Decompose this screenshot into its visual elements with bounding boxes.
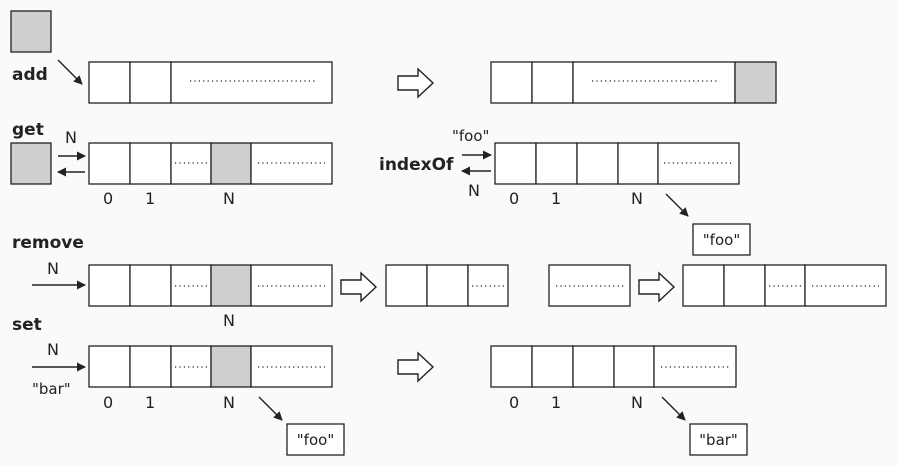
list-cell bbox=[490, 61, 533, 104]
set-section: set N "bar" 0 1 N "foo" 0 1 N bbox=[12, 315, 748, 456]
list-cell bbox=[426, 264, 469, 307]
list-cell bbox=[129, 264, 172, 307]
index-n: N bbox=[631, 393, 643, 412]
remove-list-before bbox=[88, 264, 333, 307]
list-cell bbox=[88, 264, 131, 307]
list-cell bbox=[723, 264, 766, 307]
list-cell-ellipsis bbox=[170, 264, 212, 307]
add-label: add bbox=[12, 65, 48, 85]
list-cell-n bbox=[210, 345, 252, 388]
set-new-value-text: "bar" bbox=[699, 431, 738, 449]
add-list-after bbox=[490, 61, 777, 104]
set-old-value-arrow bbox=[258, 396, 283, 421]
add-section: add bbox=[10, 10, 777, 104]
get-section: get N 0 1 N bbox=[10, 120, 333, 208]
list-cell bbox=[535, 142, 578, 185]
set-new-value: "bar" bbox=[32, 380, 71, 398]
list-cell bbox=[88, 61, 131, 104]
list-cell bbox=[88, 345, 131, 388]
removed-gap-tail bbox=[548, 264, 631, 307]
remove-label: remove bbox=[12, 233, 84, 253]
list-cell-ellipsis bbox=[170, 142, 212, 185]
index-n: N bbox=[223, 393, 235, 412]
remove-section: remove N N bbox=[12, 233, 887, 330]
index-n: N bbox=[223, 311, 235, 330]
list-cell-ellipsis bbox=[657, 142, 740, 185]
transform-arrow bbox=[638, 271, 676, 303]
get-index-label: N bbox=[65, 128, 77, 147]
list-cell-ellipsis bbox=[653, 345, 737, 388]
indexof-label: indexOf bbox=[379, 155, 454, 175]
index-1: 1 bbox=[551, 393, 561, 412]
list-cell bbox=[385, 264, 428, 307]
list-cell bbox=[531, 345, 574, 388]
set-list-before bbox=[88, 345, 333, 388]
index-1: 1 bbox=[145, 393, 155, 412]
set-new-value-box bbox=[689, 423, 748, 456]
get-label: get bbox=[12, 120, 44, 140]
indexof-result-label: N bbox=[468, 181, 480, 200]
list-cell-n bbox=[210, 142, 252, 185]
list-cell-ellipsis bbox=[467, 264, 509, 307]
index-0: 0 bbox=[103, 393, 113, 412]
indexof-value-arrow bbox=[665, 193, 689, 217]
list-cell bbox=[490, 345, 533, 388]
list-cell bbox=[129, 142, 172, 185]
list-cell-ellipsis bbox=[572, 61, 736, 104]
list-cell-n bbox=[210, 264, 252, 307]
set-old-value-text: "foo" bbox=[297, 431, 334, 449]
transform-arrow bbox=[397, 67, 435, 99]
index-n: N bbox=[223, 189, 235, 208]
list-cell bbox=[129, 61, 172, 104]
set-index-label: N bbox=[47, 340, 59, 359]
index-0: 0 bbox=[103, 189, 113, 208]
list-cell-ellipsis bbox=[804, 264, 887, 307]
list-cell bbox=[572, 345, 615, 388]
index-n: N bbox=[631, 189, 643, 208]
indexof-value-text: "foo" bbox=[703, 231, 740, 249]
appended-element bbox=[734, 61, 777, 104]
remove-index-label: N bbox=[47, 259, 59, 278]
add-list-before bbox=[88, 61, 333, 104]
indexof-section: "foo" indexOf N 0 1 N "foo" bbox=[379, 127, 751, 256]
index-1: 1 bbox=[145, 189, 155, 208]
list-cell-n bbox=[613, 345, 655, 388]
remove-list-after bbox=[682, 264, 887, 307]
add-insert-arrow bbox=[57, 59, 83, 85]
set-old-value-box bbox=[286, 423, 345, 456]
list-cell bbox=[494, 142, 537, 185]
list-cell-n bbox=[617, 142, 659, 185]
set-list-after bbox=[490, 345, 737, 388]
list-cell-ellipsis bbox=[170, 61, 333, 104]
list-cell-ellipsis bbox=[250, 142, 333, 185]
new-element bbox=[10, 10, 52, 53]
transform-arrow bbox=[397, 351, 435, 383]
indexof-value-box bbox=[692, 223, 751, 256]
list-cell bbox=[88, 142, 131, 185]
list-cell-ellipsis bbox=[170, 345, 212, 388]
indexof-search-value: "foo" bbox=[452, 127, 489, 145]
get-list bbox=[88, 142, 333, 185]
list-cell-ellipsis bbox=[250, 345, 333, 388]
indexof-list bbox=[494, 142, 740, 185]
index-1: 1 bbox=[551, 189, 561, 208]
set-label: set bbox=[12, 315, 42, 335]
remove-list-head bbox=[385, 264, 509, 307]
returned-element bbox=[10, 142, 52, 185]
index-0: 0 bbox=[509, 189, 519, 208]
index-0: 0 bbox=[509, 393, 519, 412]
list-cell-ellipsis bbox=[764, 264, 806, 307]
list-cell-ellipsis bbox=[250, 264, 333, 307]
set-new-value-arrow bbox=[661, 396, 686, 421]
list-cell bbox=[531, 61, 574, 104]
list-cell bbox=[576, 142, 619, 185]
list-cell bbox=[129, 345, 172, 388]
transform-arrow bbox=[340, 271, 378, 303]
list-cell bbox=[682, 264, 725, 307]
